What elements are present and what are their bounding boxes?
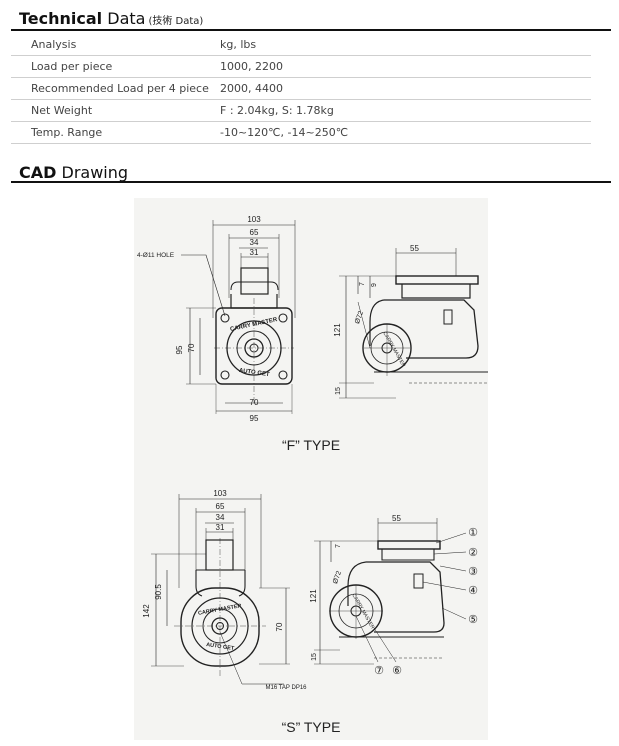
- s-side-dim-wheel: Ø72: [332, 570, 343, 585]
- table-row: Net Weight F : 2.04kg, S: 1.78kg: [11, 99, 591, 122]
- spec-table: Analysis kg, lbs Load per piece 1000, 22…: [11, 34, 591, 144]
- table-row: Load per piece 1000, 2200: [11, 55, 591, 78]
- callout-5: ⑤: [468, 614, 478, 626]
- f-type-front-view: [181, 220, 296, 414]
- table-row: Analysis kg, lbs: [11, 34, 591, 56]
- spec-value: kg, lbs: [220, 34, 591, 56]
- spec-value: 1000, 2200: [220, 55, 591, 78]
- f-dim-103: 103: [247, 215, 261, 224]
- callout-3: ③: [468, 566, 478, 578]
- cad-drawing-sheet: 103 65 34 31 4-Ø11 HOLE 95 70 70 95 CARR…: [134, 198, 488, 740]
- f-dim-31: 31: [250, 248, 259, 257]
- f-dim-height-95: 95: [175, 345, 184, 354]
- callout-1: ①: [468, 527, 478, 539]
- f-dim-inner-70: 70: [187, 343, 196, 352]
- f-side-dim-wheel: Ø72: [354, 310, 365, 325]
- f-type-caption: “F” TYPE: [282, 437, 340, 453]
- cad-drawing-title: CAD Drawing: [19, 163, 128, 182]
- s-side-dim-7: 7: [335, 544, 342, 548]
- f-type-side-view: [339, 248, 488, 399]
- f-dim-bottom-70: 70: [250, 398, 259, 407]
- callout-4: ④: [468, 585, 478, 597]
- s-dim-142: 142: [142, 604, 151, 618]
- f-side-dim-7: 7: [359, 282, 366, 286]
- callout-6: ⑥: [392, 665, 402, 677]
- f-dim-bottom-95: 95: [250, 414, 259, 423]
- s-type-front-view: [151, 494, 290, 685]
- s-dim-31: 31: [216, 523, 225, 532]
- f-side-dim-55: 55: [410, 244, 419, 253]
- spec-label: Analysis: [11, 34, 220, 56]
- technical-data-title: Technical Data(技術 Data): [19, 9, 203, 28]
- f-dim-34: 34: [250, 238, 259, 247]
- cad-title-rule: [11, 181, 611, 183]
- s-type-caption: “S” TYPE: [282, 719, 341, 735]
- s-side-dim-121: 121: [309, 589, 318, 603]
- s-dim-90-5: 90.5: [154, 584, 163, 600]
- technical-title-bold: Technical: [19, 9, 103, 28]
- s-dim-65: 65: [216, 502, 225, 511]
- callout-7: ⑦: [374, 665, 384, 677]
- cad-drawing-svg: 103 65 34 31 4-Ø11 HOLE 95 70 70 95 CARR…: [137, 215, 488, 735]
- f-hole-note: 4-Ø11 HOLE: [137, 252, 175, 259]
- table-row: Recommended Load per 4 piece 2000, 4400: [11, 77, 591, 100]
- f-side-dim-15: 15: [335, 387, 342, 395]
- spec-label: Load per piece: [11, 55, 220, 78]
- s-plate-text-bottom: AUTO GET: [206, 642, 236, 652]
- s-side-dim-55: 55: [392, 514, 401, 523]
- f-side-dim-9: 9: [371, 283, 378, 287]
- table-row: Temp. Range -10~120℃, -14~250℃: [11, 121, 591, 144]
- technical-subtitle: (技術 Data): [148, 16, 204, 27]
- s-dim-34: 34: [216, 513, 225, 522]
- spec-value: -10~120℃, -14~250℃: [220, 121, 591, 144]
- spec-value: 2000, 4400: [220, 77, 591, 100]
- cad-title-bold: CAD: [19, 163, 57, 182]
- technical-title-rest: Data: [102, 9, 146, 28]
- cad-title-rest: Drawing: [56, 163, 129, 182]
- spec-label: Temp. Range: [11, 121, 220, 144]
- s-dim-70: 70: [275, 622, 284, 631]
- technical-title-rule: [11, 29, 611, 31]
- spec-value: F : 2.04kg, S: 1.78kg: [220, 99, 591, 122]
- s-tap-note: M16 TAP DP16: [265, 685, 307, 691]
- callout-2: ②: [468, 547, 478, 559]
- s-side-dim-15: 15: [311, 653, 318, 661]
- s-wheel-text: CARRY MASTER: [350, 593, 375, 631]
- s-type-side-view: [314, 518, 467, 665]
- s-dim-103: 103: [213, 489, 227, 498]
- spec-label: Net Weight: [11, 99, 220, 122]
- f-side-dim-121: 121: [333, 323, 342, 337]
- f-dim-65: 65: [250, 228, 259, 237]
- f-plate-text-bottom: AUTO GET: [238, 368, 270, 378]
- spec-label: Recommended Load per 4 piece: [11, 77, 220, 100]
